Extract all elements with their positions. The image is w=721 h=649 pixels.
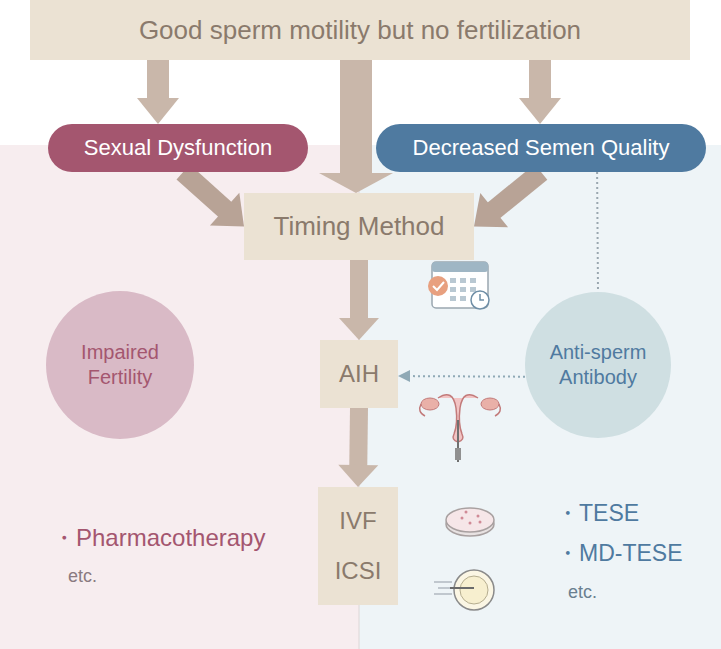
list-item-label: etc. [68,566,97,588]
uterus-icon [420,395,501,462]
arrow-head [319,173,393,193]
connector [492,172,541,212]
connector [596,172,599,292]
connector [350,260,368,320]
node-text: AIH [339,359,379,389]
process-box: Timing Method [244,193,474,260]
arrow-head [474,193,508,227]
node-text: Timing Method [274,210,445,243]
arrow-head [338,465,378,487]
node-text: ICSI [335,556,382,586]
node-text: Sexual Dysfunction [84,134,272,162]
top-band: Good sperm motility but no fertilization [30,0,690,60]
list-item-label: etc. [568,582,597,604]
process-box: AIH [320,340,398,408]
icsi-icon [434,570,494,610]
connector [349,408,368,467]
calendar-icon [428,262,489,309]
connector [529,60,551,101]
list-item-label: ・TESE [556,500,639,528]
process-box: IVF ICSI [318,487,398,605]
condition-circle: Impaired Fertility [46,291,194,439]
arrow-head [137,98,179,124]
arrow-head [398,370,410,382]
connector [183,172,226,211]
arrow-head [210,193,244,227]
category-pill: Decreased Semen Quality [376,124,706,172]
node-text: Decreased Semen Quality [413,134,670,162]
category-pill: Sexual Dysfunction [48,124,308,172]
arrow-head [519,98,561,124]
arrow-head [339,318,379,340]
list-item-label: ・MD-TESE [556,540,683,568]
connector [340,60,372,175]
node-text: IVF [339,506,376,536]
node-text: Impaired Fertility [60,340,180,390]
node-text: Anti-sperm Antibody [539,340,657,390]
node-text: Good sperm motility but no fertilization [139,14,581,47]
condition-circle: Anti-sperm Antibody [525,292,671,438]
petri-dish-icon [446,508,494,536]
list-item-label: ・Pharmacotherapy [52,524,265,553]
connector [409,375,525,378]
connector [147,60,169,101]
